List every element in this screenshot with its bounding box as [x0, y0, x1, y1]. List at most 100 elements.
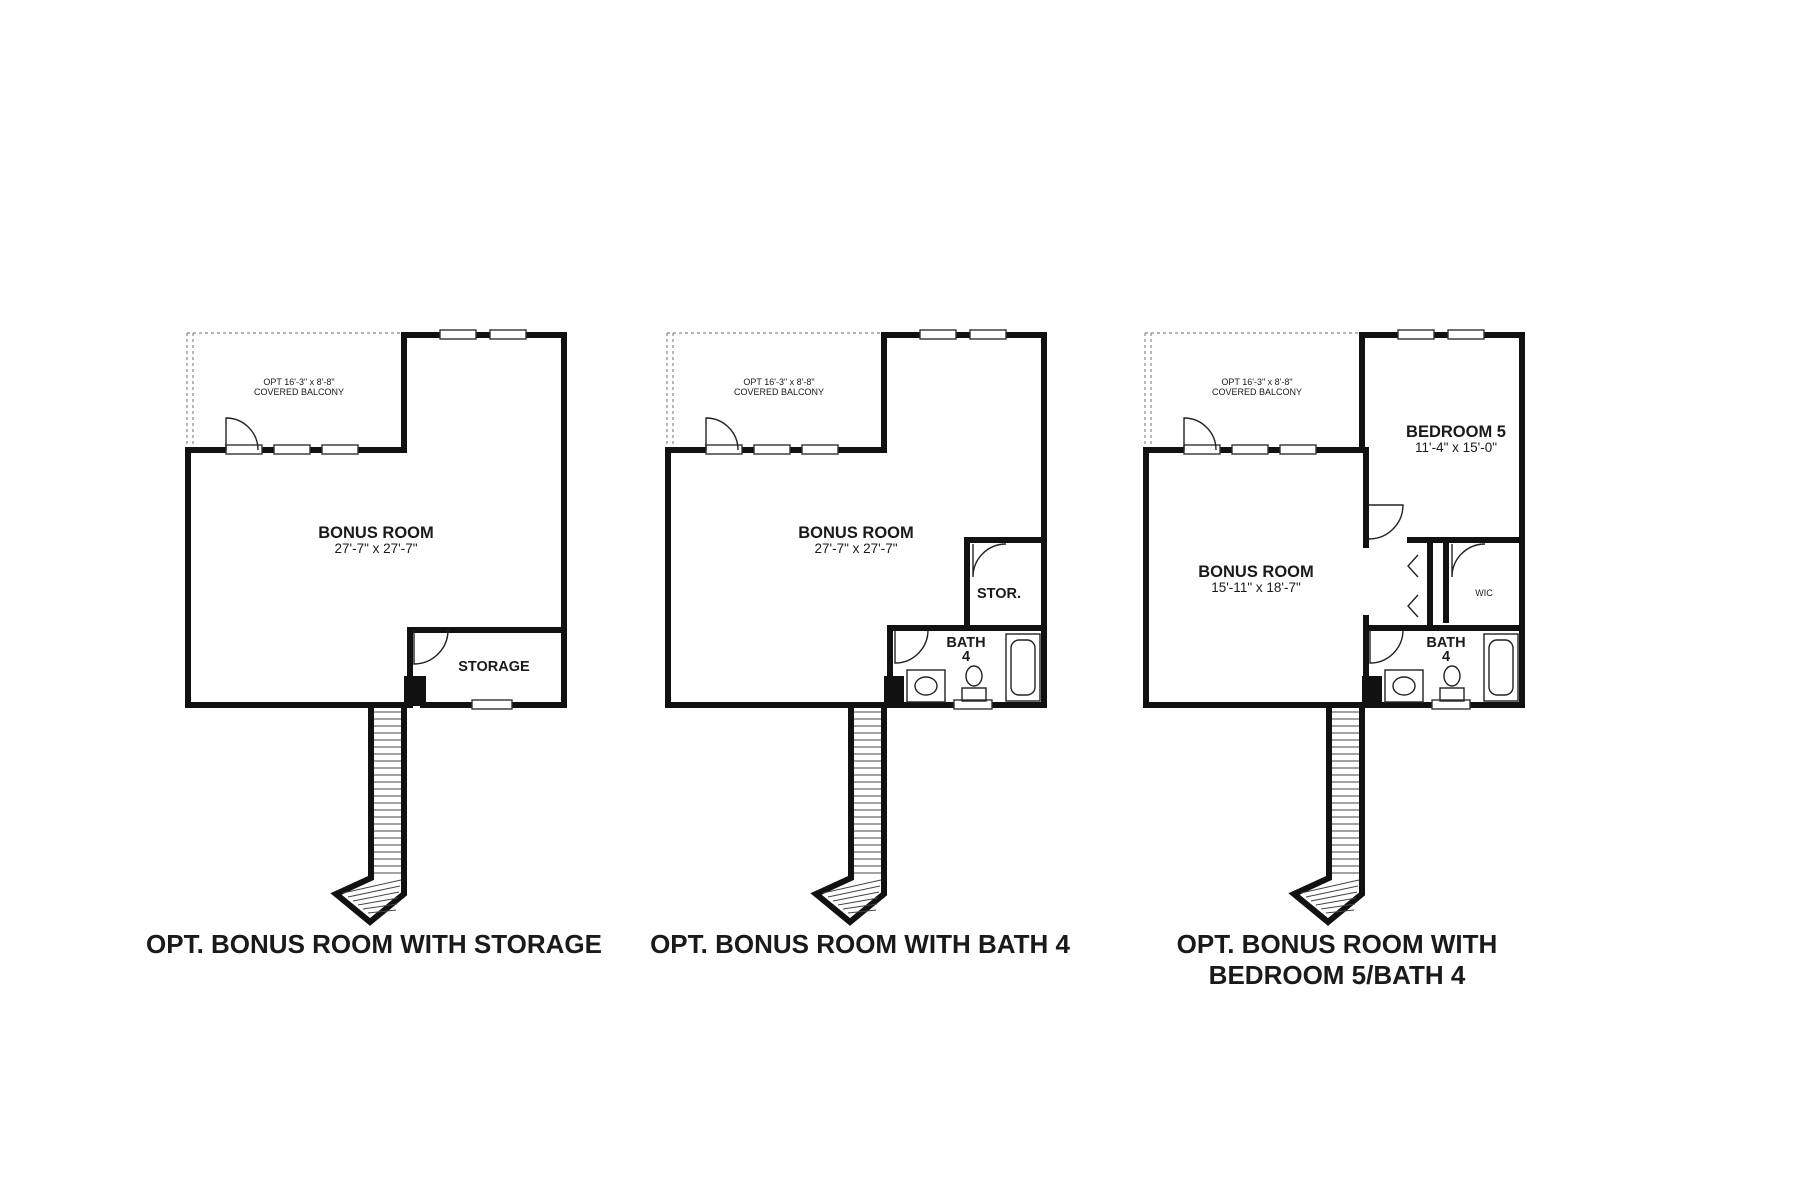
plan-storage: OPT 16'-3" x 8'-8" COVERED BALCONY BONUS… — [146, 329, 602, 959]
plan-caption: OPT. BONUS ROOM WITH BATH 4 — [650, 929, 1070, 959]
closet-door — [1407, 554, 1419, 618]
balcony-label: COVERED BALCONY — [1212, 387, 1302, 397]
wic-door-swing — [1451, 543, 1486, 578]
window — [225, 444, 263, 455]
stair-newel — [1362, 676, 1382, 706]
exterior-wall — [185, 447, 407, 708]
stair-tread — [1305, 885, 1359, 898]
stair-tread — [1310, 891, 1358, 902]
bonus-room-label: BONUS ROOM — [318, 524, 434, 542]
balcony-label: OPT 16'-3" x 8'-8" — [1221, 377, 1292, 387]
exterior-wall — [665, 332, 1047, 708]
bonus-room-label: BONUS ROOM — [1198, 563, 1314, 581]
stair-tread — [1300, 879, 1360, 894]
bedroom-door-swing — [1368, 504, 1404, 540]
window — [1231, 444, 1269, 455]
balcony-label: COVERED BALCONY — [734, 387, 824, 397]
bath-number: 4 — [1442, 649, 1450, 665]
stair-newel — [884, 676, 904, 706]
bath-door-swing — [1369, 629, 1404, 664]
window — [705, 444, 743, 455]
stair-tread — [842, 903, 878, 910]
window — [439, 329, 477, 340]
toilet — [965, 665, 983, 687]
bath-number: 4 — [962, 649, 970, 665]
balcony-outline — [1144, 332, 1361, 450]
bonus-room-dim: 15'-11" x 18'-7" — [1211, 580, 1301, 595]
window — [321, 444, 359, 455]
stair-tread — [352, 891, 400, 902]
bathtub — [1483, 633, 1519, 702]
window — [471, 699, 513, 710]
window — [953, 699, 993, 710]
stair-wall — [330, 703, 407, 926]
plan-caption: BEDROOM 5/BATH 4 — [1209, 960, 1466, 990]
sink-counter — [906, 669, 946, 703]
window — [1279, 444, 1317, 455]
exterior-wall — [185, 332, 567, 708]
bathtub — [1488, 639, 1514, 696]
wic-label: WIC — [1475, 588, 1493, 598]
stor-door-swing — [972, 543, 1007, 578]
stair-tread — [1315, 897, 1357, 906]
storage-wall — [964, 537, 1047, 626]
bathtub — [1010, 639, 1036, 696]
toilet-tank — [1439, 687, 1465, 702]
window — [489, 329, 527, 340]
window — [273, 444, 311, 455]
bath-label: BATH — [946, 635, 985, 651]
stair-tread — [1320, 903, 1356, 910]
balcony-door-swing — [225, 417, 259, 451]
window — [753, 444, 791, 455]
stair-tread — [832, 891, 880, 902]
plan-bath: OPT 16'-3" x 8'-8" COVERED BALCONY BONUS… — [650, 329, 1070, 959]
storage-label: STORAGE — [458, 659, 530, 675]
balcony-label: OPT 16'-3" x 8'-8" — [263, 377, 334, 387]
window — [1183, 444, 1221, 455]
plan-caption: OPT. BONUS ROOM WITH STORAGE — [146, 929, 602, 959]
stor-label: STOR. — [977, 586, 1021, 602]
exterior-wall — [1143, 447, 1365, 708]
plan-bedroom-bath: OPT 16'-3" x 8'-8" COVERED BALCONY BONUS… — [1143, 329, 1525, 990]
toilet-tank — [961, 687, 987, 702]
stair-wall — [1288, 703, 1365, 926]
bath-label: BATH — [1426, 635, 1465, 651]
stair-tread — [347, 885, 401, 898]
stair-tread — [362, 903, 398, 910]
stair-wall — [810, 703, 887, 926]
balcony-outline — [186, 332, 403, 450]
stair-tread — [827, 885, 881, 898]
bedroom-dim: 11'-4" x 15'-0" — [1415, 440, 1497, 455]
stair-tread — [342, 879, 402, 894]
balcony-door-swing — [1183, 417, 1217, 451]
window — [1447, 329, 1485, 340]
plan-caption: OPT. BONUS ROOM WITH — [1177, 929, 1498, 959]
stair-tread — [367, 909, 397, 914]
exterior-wall — [665, 447, 887, 708]
bathtub — [1005, 633, 1041, 702]
stair-tread — [837, 897, 879, 906]
balcony-label: COVERED BALCONY — [254, 387, 344, 397]
bedroom-label: BEDROOM 5 — [1406, 423, 1506, 441]
storage-door-swing — [413, 629, 449, 665]
window — [1397, 329, 1435, 340]
stair-newel — [404, 676, 426, 706]
bonus-room-label: BONUS ROOM — [798, 524, 914, 542]
window — [1431, 699, 1471, 710]
stair-treads — [1300, 711, 1360, 914]
stair-treads — [342, 711, 402, 914]
sink — [1392, 676, 1416, 696]
balcony-outline — [666, 332, 883, 450]
bath-door-swing — [894, 629, 929, 664]
sink — [914, 676, 938, 696]
balcony-label: OPT 16'-3" x 8'-8" — [743, 377, 814, 387]
bonus-room-dim: 27'-7" x 27'-7" — [814, 541, 897, 556]
stair-tread — [1325, 909, 1355, 914]
window — [969, 329, 1007, 340]
balcony-door-swing — [705, 417, 739, 451]
stair-tread — [847, 909, 877, 914]
bedroom-wall — [1363, 502, 1525, 623]
window — [801, 444, 839, 455]
stair-tread — [822, 879, 882, 894]
